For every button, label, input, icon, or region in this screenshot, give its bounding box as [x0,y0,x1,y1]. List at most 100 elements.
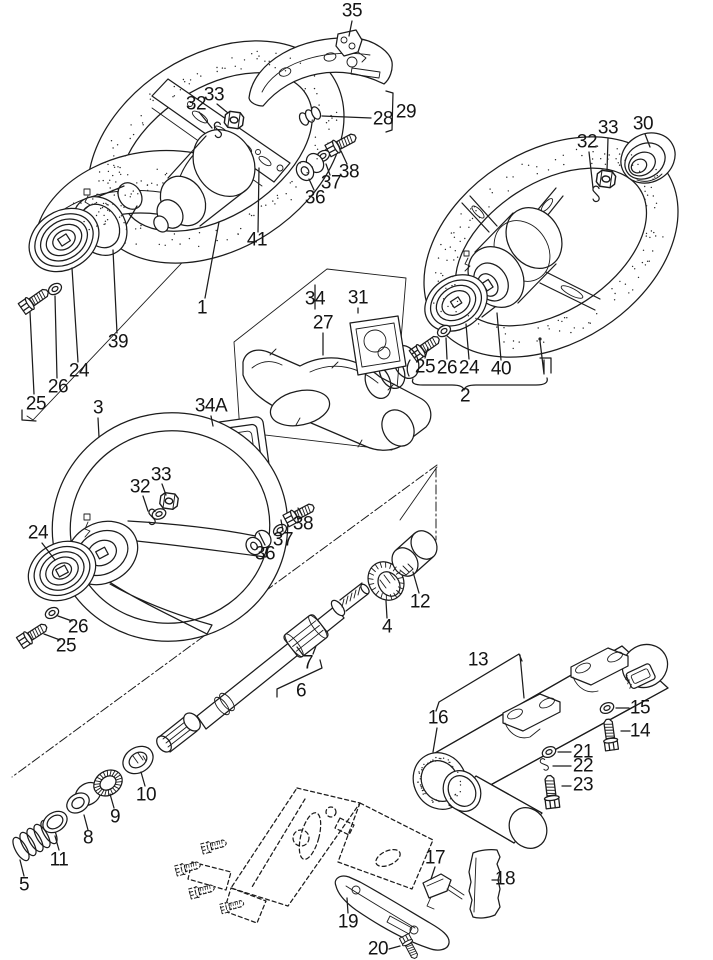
callout-33: 33 [151,465,171,486]
callout-10: 10 [136,785,156,806]
callout-17: 17 [425,848,445,869]
callout-15: 15 [630,698,650,719]
callout-13: 13 [468,650,488,671]
steering-wheel-1 [17,40,345,316]
lockwasher-22 [539,757,550,772]
bolt-14 [600,717,620,752]
wheel-1-fasteners [295,129,360,182]
callout-34A: 34A [195,396,228,417]
cover-19 [334,875,450,951]
tube-bracket-b [570,647,629,693]
steering-wheel-3 [15,412,318,650]
phantom-switch-housing [174,787,434,924]
steering-shaft-6 [156,582,370,753]
callout-26: 26 [68,617,88,638]
callout-40: 40 [491,359,511,380]
lower-jacket-tube [442,770,548,849]
callout-19: 19 [338,912,358,933]
callout-26: 26 [437,358,457,379]
callout-24: 24 [69,361,90,382]
bolt-23 [541,774,561,810]
clamp-17 [422,873,465,910]
callout-25: 25 [56,636,76,657]
slip-ring-24 [28,188,100,273]
callout-33: 33 [598,118,618,139]
callout-24: 24 [28,523,49,544]
wheel-2-hub [467,207,563,308]
callout-6: 6 [296,681,306,702]
callout-24: 24 [459,358,480,379]
callout-32: 32 [186,94,206,115]
callout-3: 3 [93,398,103,419]
callout-21: 21 [573,742,593,763]
callout-25: 25 [26,394,46,415]
callout-20: 20 [368,939,388,960]
wheel-3-spokes [98,520,271,635]
callout-37: 37 [273,530,293,551]
callout-16: 16 [428,708,448,729]
callout-2: 2 [460,386,470,407]
horn-button-30 [620,132,676,184]
callout-37: 37 [321,173,341,194]
leader-lines [19,20,651,950]
callout-22: 22 [573,756,593,777]
ring-11 [42,810,68,834]
bearing-10 [122,745,154,775]
callout-41: 41 [247,230,267,251]
tube-bracket-a [502,693,561,739]
callout-34: 34 [305,289,326,310]
callout-18: 18 [495,869,515,890]
steering-wheel-2 [408,132,679,363]
callout-1: 1 [197,298,207,319]
shaft-serrated-section-7 [283,614,329,658]
slip-ring-24c [27,513,97,602]
callout-23: 23 [573,775,593,796]
callout-7: 7 [303,653,313,674]
nut-33 [223,110,245,130]
callout-39: 39 [108,332,128,353]
horn-half-ring-29 [248,37,393,107]
callout-8: 8 [83,828,93,849]
nut-33c [158,491,180,511]
callout-4: 4 [382,617,393,638]
callout-33: 33 [204,85,224,106]
bearing-ring-4 [367,561,405,601]
callout-9: 9 [110,807,120,828]
wheel-1-hub [153,129,256,233]
callout-12: 12 [410,592,430,613]
nut-33b [595,169,617,189]
bearing-9 [93,769,123,797]
contact-sleeve-12 [391,530,438,577]
bolt-25 [17,284,53,316]
callout-26: 26 [48,377,68,398]
horn-switch-35 [335,29,367,63]
callout-38: 38 [339,162,359,183]
callout-28: 28 [373,109,393,130]
callout-29: 29 [396,102,416,123]
callout-30: 30 [633,114,653,135]
callout-27: 27 [313,313,333,334]
spring-28 [298,106,322,126]
callout-32: 32 [577,132,597,153]
callout-36: 36 [305,188,325,209]
scan-edge-artifact [0,0,95,3]
callout-32: 32 [130,477,150,498]
callout-36: 36 [255,544,275,565]
horn-pad-frame-34 [242,348,432,451]
callout-35: 35 [342,1,362,22]
slip-ring-24b [424,250,488,332]
washer-26 [45,280,65,298]
callout-14: 14 [630,721,651,742]
washer-26c [42,604,62,622]
callout-31: 31 [348,288,368,309]
wheel-3-fasteners [245,499,318,556]
callout-5: 5 [19,875,29,896]
callout-38: 38 [293,514,313,535]
pad-18 [468,849,501,919]
callout-25: 25 [415,357,435,378]
callout-11: 11 [50,850,69,871]
horn-button-31 [349,315,407,376]
